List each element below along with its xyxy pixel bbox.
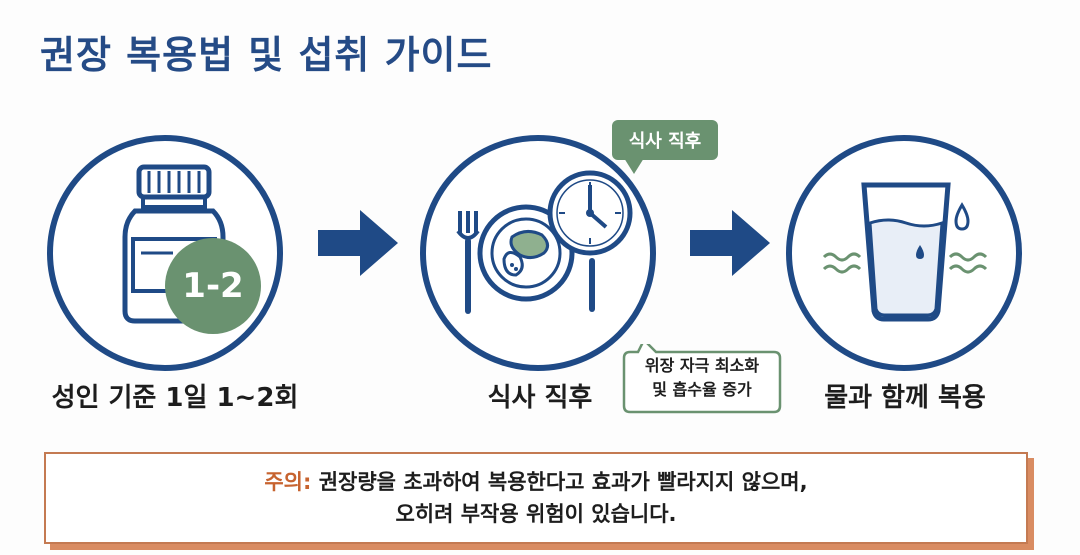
- callout-absorption-text: 위장 자극 최소화 및 흡수율 증가: [620, 354, 784, 402]
- dosage-badge: 1-2: [165, 238, 261, 334]
- dosage-badge-text: 1-2: [182, 266, 244, 306]
- water-glass-icon: [822, 182, 988, 322]
- arrow-right-icon: [318, 210, 398, 276]
- callout-after-meal-text: 식사 직후: [628, 131, 702, 152]
- step-label-dosage: 성인 기준 1일 1~2회: [51, 383, 299, 413]
- callout-after-meal: 식사 직후: [612, 120, 718, 160]
- warning-lead: 주의:: [264, 470, 312, 494]
- warning-text-line1: 권장량을 초과하여 복용한다고 효과가 빨라지지 않으며,: [318, 470, 808, 494]
- warning-box: 주의: 권장량을 초과하여 복용한다고 효과가 빨라지지 않으며, 오히려 부작…: [44, 452, 1028, 544]
- page-title: 권장 복용법 및 섭취 가이드: [40, 33, 493, 77]
- step-label-water: 물과 함께 복용: [824, 383, 986, 413]
- warning-text-line2: 오히려 부작용 위험이 있습니다.: [395, 502, 677, 526]
- step-label-timing: 식사 직후: [487, 383, 593, 413]
- callout-absorption-line1: 위장 자극 최소화: [644, 356, 760, 375]
- meal-plate-clock-icon: [456, 170, 633, 314]
- callout-absorption: 위장 자극 최소화 및 흡수율 증가: [620, 344, 784, 416]
- speech-bubble-shape: [622, 344, 782, 414]
- callout-tail: [624, 158, 644, 174]
- arrow-right-icon: [690, 210, 770, 276]
- warning-line1: 주의: 권장량을 초과하여 복용한다고 효과가 빨라지지 않으며,: [46, 466, 1026, 498]
- step-circle-timing: [420, 135, 656, 371]
- step-circle-water: [786, 135, 1022, 371]
- callout-absorption-line2: 및 흡수율 증가: [652, 380, 752, 399]
